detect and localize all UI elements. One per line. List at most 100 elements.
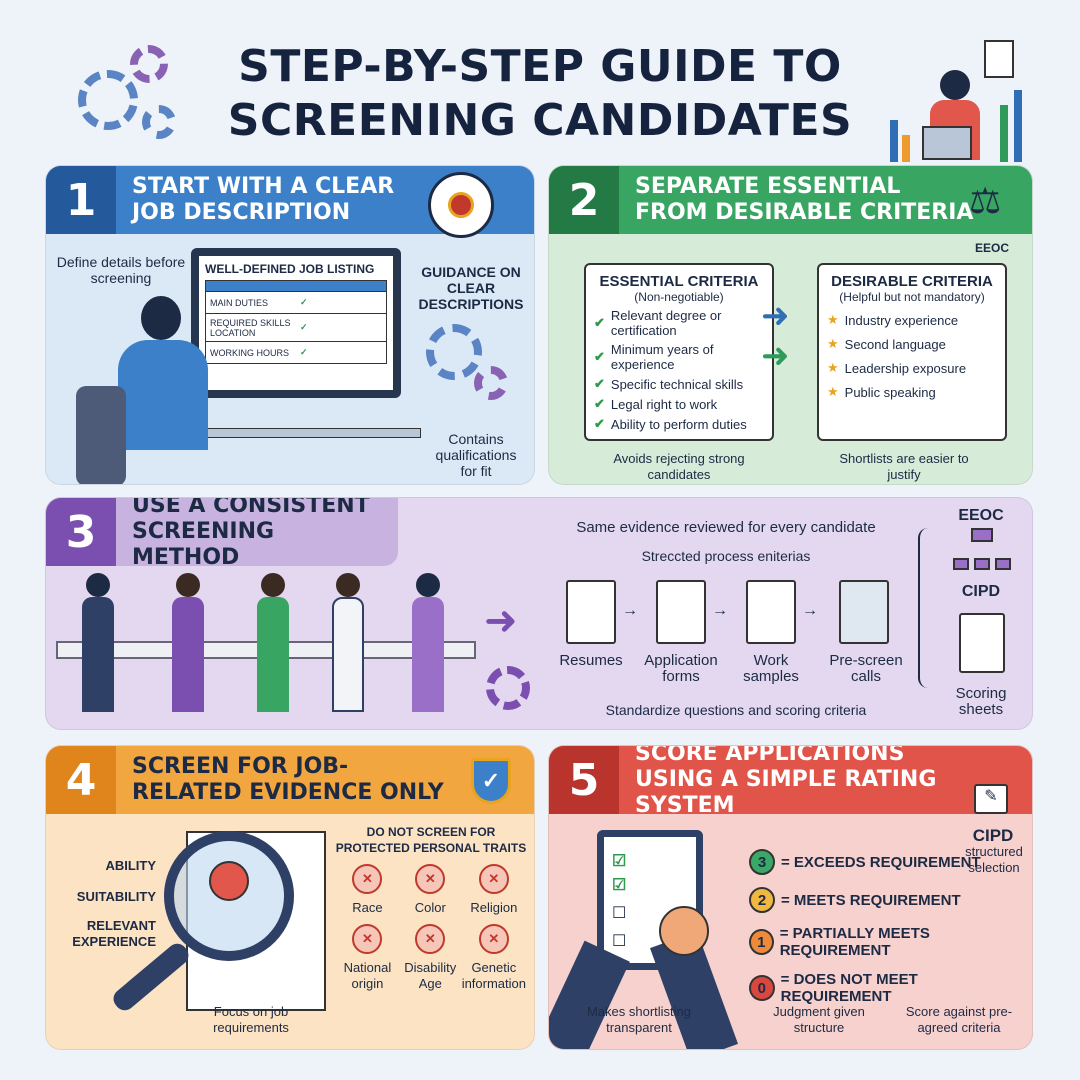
step-heading: Use a consistent screening method bbox=[132, 497, 370, 570]
star-icon: ★ bbox=[827, 360, 839, 375]
step-1-panel: 1 Start with a clear job description Def… bbox=[45, 165, 535, 485]
pre-screen-clipboard-icon bbox=[839, 580, 889, 644]
note-score-against: Score against pre-agreed criteria bbox=[905, 1004, 1013, 1035]
step-number: 4 bbox=[46, 746, 116, 814]
doc-label-resumes: Resumes bbox=[559, 652, 623, 669]
step-5-panel: 5 Score applications using a simple rati… bbox=[548, 745, 1033, 1050]
form-pen-icon: ✎ bbox=[974, 784, 1008, 814]
bracket-icon bbox=[918, 528, 938, 688]
check-icon: ✔ bbox=[594, 396, 605, 411]
evidence-ability: ABILITY bbox=[105, 858, 156, 873]
doc-label-work-samples: Work samples bbox=[743, 652, 799, 685]
department-of-labor-seal bbox=[428, 172, 494, 238]
step-heading: Screen for job-related evidence only bbox=[132, 754, 444, 805]
trait-genetic-information: ✕Genetic information bbox=[462, 924, 526, 992]
step-number: 3 bbox=[46, 498, 116, 566]
rating-scale: 3= EXCEEDS REQUIREMENT 2= MEETS REQUIREM… bbox=[749, 849, 1029, 1017]
arrow-icon: → bbox=[802, 602, 818, 619]
application-form-icon bbox=[656, 580, 706, 644]
shield-check-icon: ✓ bbox=[471, 758, 511, 804]
step-2-panel: 2 Separate essential from desirable crit… bbox=[548, 165, 1033, 485]
arrow-icon: ➜ bbox=[761, 297, 790, 335]
trait-disability-age: ✕Disability Age bbox=[399, 924, 462, 992]
scales-of-justice-icon: ⚖ bbox=[969, 180, 1002, 221]
x-icon: ✕ bbox=[352, 924, 383, 954]
gear-icon bbox=[474, 366, 508, 400]
note-qualifications: Contains qualifications for fit bbox=[435, 431, 517, 479]
man-at-computer-illustration bbox=[76, 296, 216, 484]
note-standardize: Standardize questions and scoring criter… bbox=[605, 702, 867, 718]
evidence-relevant-experience: RELEVANT EXPERIENCE bbox=[72, 918, 156, 949]
note-judgment: Judgment given structure bbox=[773, 1004, 865, 1035]
evidence-suitability: SUITABILITY bbox=[76, 889, 156, 904]
resume-icon bbox=[566, 580, 616, 644]
step-heading: Start with a clear job description bbox=[132, 174, 395, 225]
score-2: 2= MEETS REQUIREMENT bbox=[749, 887, 1029, 913]
score-0: 0= DOES NOT MEET REQUIREMENT bbox=[749, 971, 1029, 1005]
computer-monitor: WELL-DEFINED JOB LISTING MAIN DUTIES✓ RE… bbox=[191, 248, 401, 398]
doc-label-pre-screen-calls: Pre-screen calls bbox=[829, 652, 903, 685]
step-number: 1 bbox=[46, 166, 116, 234]
star-icon: ★ bbox=[827, 384, 839, 399]
gear-icon bbox=[78, 70, 138, 130]
scoring-sheet-icon bbox=[959, 613, 1005, 673]
star-icon: ★ bbox=[827, 312, 839, 327]
score-3: 3= EXCEEDS REQUIREMENT bbox=[749, 849, 1029, 875]
arrow-icon: → bbox=[622, 602, 638, 619]
note-process-criteria: Streccted process eniterias bbox=[641, 548, 811, 564]
gear-icon bbox=[142, 105, 176, 139]
org-cipd: CIPD bbox=[961, 583, 1001, 600]
work-sample-icon bbox=[746, 580, 796, 644]
x-icon: ✕ bbox=[478, 924, 509, 954]
trait-race: ✕Race bbox=[336, 864, 399, 916]
note-focus: Focus on job requirements bbox=[213, 1004, 289, 1035]
arrow-icon: → bbox=[712, 602, 728, 619]
step-heading: Separate essential from desirable criter… bbox=[635, 174, 974, 225]
note-shortlists: Shortlists are easier to justify bbox=[839, 451, 969, 482]
step-number: 2 bbox=[549, 166, 619, 234]
check-icon: ✔ bbox=[594, 349, 605, 364]
org-chart-icon bbox=[951, 528, 1013, 573]
step-heading: Score applications using a simple rating… bbox=[635, 745, 937, 818]
step-number: 5 bbox=[549, 746, 619, 814]
star-icon: ★ bbox=[827, 336, 839, 351]
trait-national-origin: ✕National origin bbox=[336, 924, 399, 992]
arrow-icon: ➜ bbox=[484, 599, 518, 643]
note-define-details: Define details before screening bbox=[56, 254, 186, 286]
hands-with-pen-illustration bbox=[549, 906, 739, 1049]
essential-criteria-card: ESSENTIAL CRITERIA (Non-negotiable) ✔Rel… bbox=[584, 263, 774, 441]
eeoc-badge: EEOC bbox=[974, 241, 1009, 255]
gear-icon bbox=[130, 45, 168, 83]
step-3-panel: 3 Use a consistent screening method ➜ Sa… bbox=[45, 497, 1033, 730]
magnifying-glass-icon bbox=[164, 831, 294, 961]
gear-icon bbox=[486, 666, 530, 710]
guidance-label: GUIDANCE ON CLEAR DESCRIPTIONS bbox=[418, 264, 524, 312]
score-1: 1= PARTIALLY MEETS REQUIREMENT bbox=[749, 925, 1029, 959]
desirable-criteria-card: DESIRABLE CRITERIA (Helpful but not mand… bbox=[817, 263, 1007, 441]
protected-traits-title: DO NOT SCREEN FOR PROTECTED PERSONAL TRA… bbox=[335, 825, 527, 855]
arrow-icon: ➜ bbox=[761, 337, 790, 375]
x-icon: ✕ bbox=[478, 864, 509, 894]
scoring-sheets-label: Scoring sheets bbox=[955, 685, 1007, 718]
trait-religion: ✕Religion bbox=[462, 864, 526, 916]
woman-at-laptop-illustration bbox=[890, 40, 1050, 165]
note-transparent: Makes shortlisting transparent bbox=[586, 1004, 692, 1035]
check-icon: ✔ bbox=[594, 376, 605, 391]
protected-traits-grid: ✕Race ✕Color ✕Religion ✕National origin … bbox=[336, 864, 526, 992]
org-cipd: CIPD bbox=[972, 826, 1014, 845]
note-same-evidence: Same evidence reviewed for every candida… bbox=[576, 519, 876, 536]
candidates-illustration bbox=[82, 573, 466, 718]
org-eeoc: EEOC bbox=[958, 507, 1004, 524]
page-title: STEP-BY-STEP GUIDE TO SCREENING CANDIDAT… bbox=[227, 41, 853, 146]
x-icon: ✕ bbox=[352, 864, 383, 894]
gear-icon bbox=[426, 324, 482, 380]
x-icon: ✕ bbox=[415, 924, 446, 954]
check-icon: ✔ bbox=[594, 315, 605, 330]
doc-label-application-forms: Application forms bbox=[644, 652, 718, 685]
step-4-panel: 4 Screen for job-related evidence only ✓… bbox=[45, 745, 535, 1050]
note-avoids-rejecting: Avoids rejecting strong candidates bbox=[613, 451, 745, 482]
check-icon: ✔ bbox=[594, 416, 605, 431]
trait-color: ✕Color bbox=[399, 864, 462, 916]
org-note: structured selection bbox=[965, 844, 1023, 875]
x-icon: ✕ bbox=[415, 864, 446, 894]
